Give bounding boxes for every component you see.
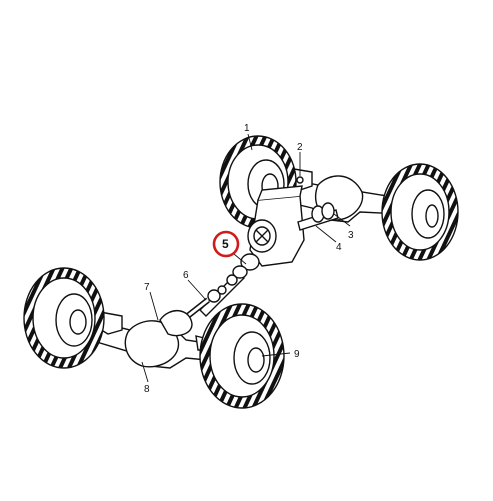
callout-6[interactable]: 6 [183, 270, 189, 281]
rear-right-wheel [381, 163, 459, 261]
callouts: 1 2 3 4 5 6 7 8 9 [144, 123, 354, 395]
front-right-wheel [199, 303, 285, 409]
callout-5[interactable]: 5 [222, 237, 229, 251]
transfer-case [240, 185, 339, 271]
leader-lines [141, 133, 351, 383]
callout-2[interactable]: 2 [297, 142, 303, 153]
front-differential [124, 320, 180, 368]
callout-3[interactable]: 3 [348, 230, 354, 241]
front-left-wheel [23, 267, 105, 369]
callout-7[interactable]: 7 [144, 282, 150, 293]
front-axle-assembly [23, 267, 285, 409]
callout-9[interactable]: 9 [294, 349, 300, 360]
rear-axle-assembly [219, 135, 459, 261]
callout-4[interactable]: 4 [336, 242, 342, 253]
highlight-ring [212, 230, 240, 258]
callout-1[interactable]: 1 [244, 123, 250, 134]
callout-8[interactable]: 8 [144, 384, 150, 395]
